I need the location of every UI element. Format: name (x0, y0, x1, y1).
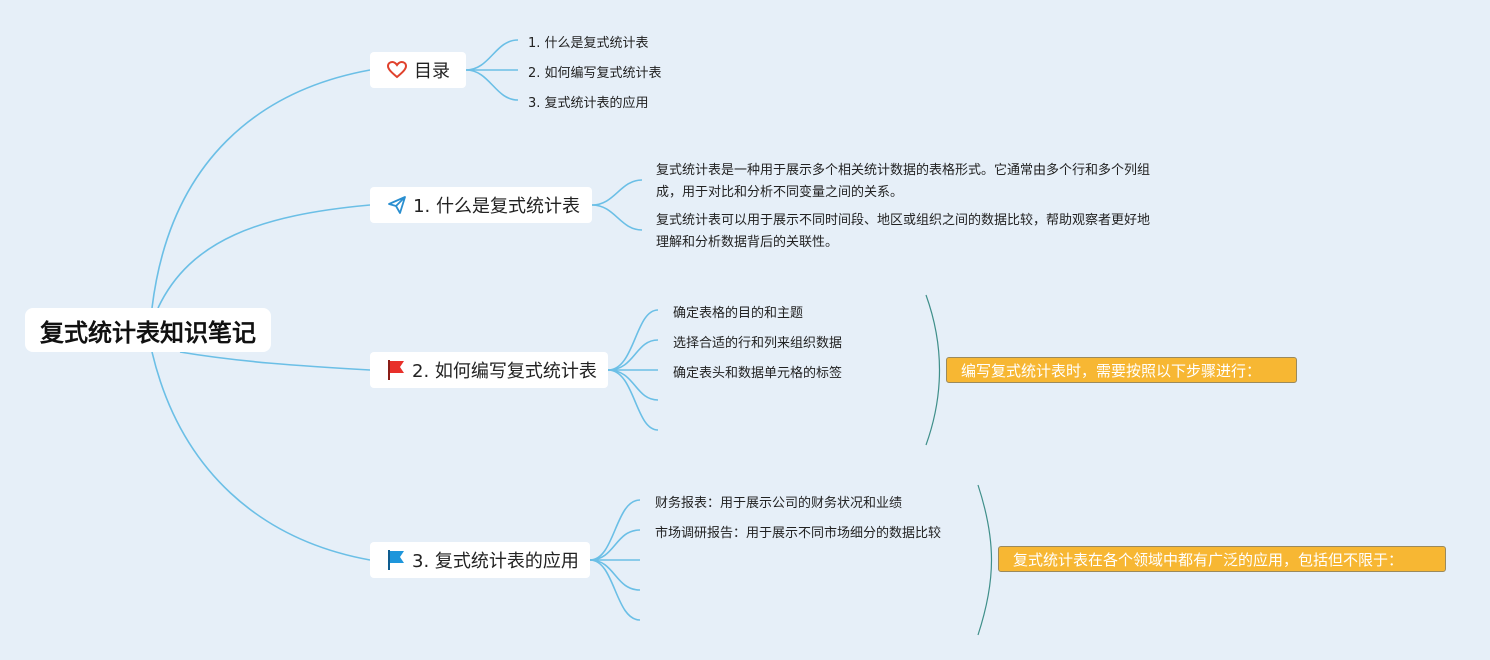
toc-item-1[interactable]: 1. 什么是复式统计表 (528, 36, 649, 51)
definition-paragraph[interactable]: 复式统计表是一种用于展示多个相关统计数据的表格形式。它通常由多个行和多个列组成，… (656, 163, 1151, 200)
toc-item-3[interactable]: 3. 复式统计表的应用 (528, 96, 649, 111)
summary-how-to-write[interactable]: 编写复式统计表时，需要按照以下步骤进行： (946, 357, 1297, 383)
branch-applications[interactable]: 3. 复式统计表的应用 (370, 542, 590, 578)
red-flag-icon (386, 359, 406, 381)
step-item-3[interactable]: 确定表头和数据单元格的标签 (673, 366, 843, 381)
branch-label: 1. 什么是复式统计表 (413, 196, 580, 217)
paper-plane-icon (386, 194, 407, 216)
root-topic[interactable]: 复式统计表知识笔记 (25, 308, 271, 352)
heart-icon (386, 59, 408, 81)
usage-paragraph[interactable]: 复式统计表可以用于展示不同时间段、地区或组织之间的数据比较，帮助观察者更好地理解… (656, 213, 1151, 250)
summary-text: 编写复式统计表时，需要按照以下步骤进行： (961, 361, 1262, 380)
summary-applications[interactable]: 复式统计表在各个领域中都有广泛的应用，包括但不限于： (998, 546, 1446, 572)
blue-flag-icon (386, 549, 406, 571)
branch-label: 目录 (414, 61, 450, 82)
summary-text: 复式统计表在各个领域中都有广泛的应用，包括但不限于： (1013, 550, 1404, 569)
application-item-1[interactable]: 财务报表：用于展示公司的财务状况和业绩 (655, 496, 903, 511)
branch-label: 3. 复式统计表的应用 (412, 551, 579, 572)
branch-how-to-write[interactable]: 2. 如何编写复式统计表 (370, 352, 608, 388)
application-item-2[interactable]: 市场调研报告：用于展示不同市场细分的数据比较 (655, 526, 942, 541)
branch-label: 2. 如何编写复式统计表 (412, 361, 597, 382)
toc-item-2[interactable]: 2. 如何编写复式统计表 (528, 66, 662, 81)
branch-what-is[interactable]: 1. 什么是复式统计表 (370, 187, 592, 223)
step-item-1[interactable]: 确定表格的目的和主题 (673, 306, 804, 321)
branch-toc[interactable]: 目录 (370, 52, 466, 88)
root-title: 复式统计表知识笔记 (40, 318, 256, 347)
step-item-2[interactable]: 选择合适的行和列来组织数据 (673, 336, 843, 351)
